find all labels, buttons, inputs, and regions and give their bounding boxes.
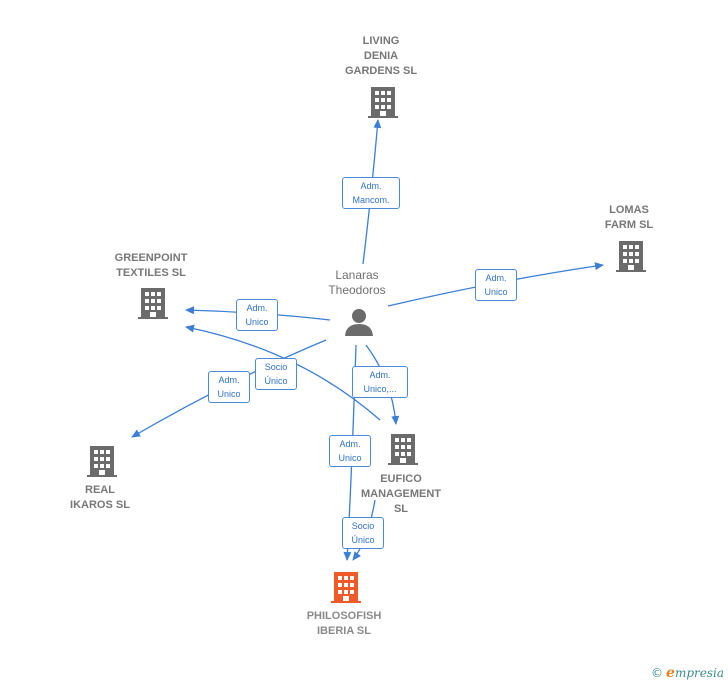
- company-label-greenpoint[interactable]: GREENPOINT TEXTILES SL: [114, 252, 188, 279]
- building-icon-greenpoint[interactable]: [138, 288, 168, 319]
- building-icon-lomas-farm[interactable]: [616, 241, 646, 272]
- relation-adm-unico-greenpoint: Adm. Unico: [236, 299, 278, 331]
- relation-socio-unico-philosofish: Socio Único: [342, 517, 384, 549]
- person-name[interactable]: Lanaras Theodoros: [328, 268, 386, 297]
- relation-adm-unico-philosofish: Adm. Unico: [329, 435, 371, 467]
- brand-logo-initial: e: [666, 665, 675, 681]
- company-label-eufico[interactable]: EUFICO MANAGEMENT SL: [360, 473, 442, 515]
- building-icon-philosofish[interactable]: [331, 572, 361, 603]
- company-label-philosofish[interactable]: PHILOSOFISH IBERIA SL: [306, 610, 382, 637]
- brand-name: mpresia: [674, 666, 724, 680]
- brand-footer: ©empresia: [651, 665, 724, 681]
- company-label-lomas-farm[interactable]: LOMAS FARM SL: [604, 204, 654, 231]
- relation-adm-unico-ikaros: Adm. Unico: [208, 371, 250, 403]
- copyright-symbol: ©: [651, 666, 664, 680]
- company-label-living-denia[interactable]: LIVING DENIA GARDENS SL: [344, 35, 418, 77]
- relation-adm-unico-eufico: Adm. Unico,...: [352, 366, 408, 398]
- building-icon-real-ikaros[interactable]: [87, 446, 117, 477]
- relation-socio-unico-greenpoint: Socio Único: [255, 358, 297, 390]
- relation-adm-unico-lomas: Adm. Unico: [475, 269, 517, 301]
- company-label-real-ikaros[interactable]: REAL IKAROS SL: [70, 484, 130, 511]
- building-icon-living-denia[interactable]: [368, 87, 398, 118]
- building-icon-eufico[interactable]: [388, 434, 418, 465]
- person-icon[interactable]: [345, 309, 373, 336]
- relation-adm-mancom: Adm. Mancom.: [342, 177, 400, 209]
